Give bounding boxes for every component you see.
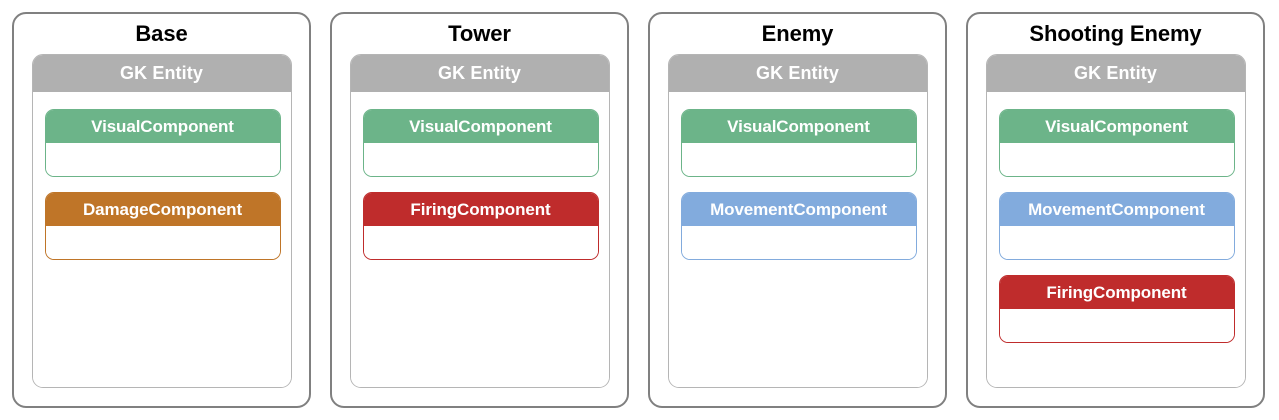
component-card-visualcomponent: VisualComponent [680, 109, 917, 177]
component-header-label: VisualComponent [681, 110, 916, 143]
component-card-damagecomponent: DamageComponent [44, 192, 281, 260]
component-card-movementcomponent: MovementComponent [998, 192, 1235, 260]
component-body-empty [999, 226, 1234, 259]
component-header-label: FiringComponent [363, 193, 598, 226]
component-body-empty [999, 143, 1234, 176]
gk-entity-header-label: GK Entity [350, 55, 609, 92]
entity-panel-title: Enemy [761, 21, 834, 46]
entity-panel-title: Base [135, 21, 188, 46]
component-card-firingcomponent: FiringComponent [362, 192, 599, 260]
component-body-empty [999, 309, 1234, 342]
component-card-visualcomponent: VisualComponent [44, 109, 281, 177]
component-header-label: DamageComponent [45, 193, 280, 226]
component-card-visualcomponent: VisualComponent [998, 109, 1235, 177]
component-body-empty [363, 226, 598, 259]
component-body-empty [681, 143, 916, 176]
entity-panel-title: Shooting Enemy [1029, 21, 1202, 46]
component-header-label: VisualComponent [363, 110, 598, 143]
gk-entity-header-label: GK Entity [32, 55, 291, 92]
gk-entity-header-label: GK Entity [668, 55, 927, 92]
component-header-label: MovementComponent [681, 193, 916, 226]
component-body-empty [45, 226, 280, 259]
component-card-visualcomponent: VisualComponent [362, 109, 599, 177]
component-header-label: FiringComponent [999, 276, 1234, 309]
component-body-empty [363, 143, 598, 176]
component-body-empty [45, 143, 280, 176]
gk-entity-header-label: GK Entity [986, 55, 1245, 92]
component-header-label: MovementComponent [999, 193, 1234, 226]
component-header-label: VisualComponent [45, 110, 280, 143]
component-card-movementcomponent: MovementComponent [680, 192, 917, 260]
component-body-empty [681, 226, 916, 259]
component-header-label: VisualComponent [999, 110, 1234, 143]
component-card-firingcomponent: FiringComponent [998, 275, 1235, 343]
entity-panel-title: Tower [448, 21, 511, 46]
